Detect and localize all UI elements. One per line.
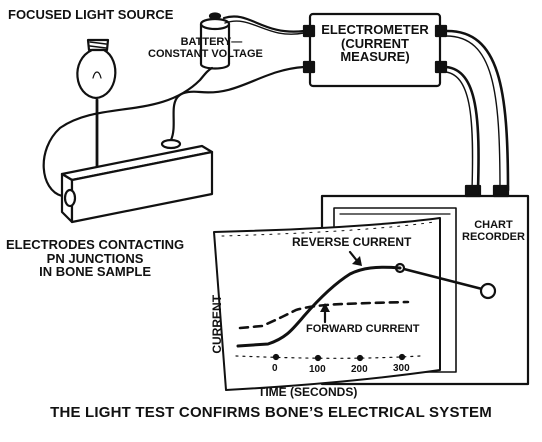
tick-mark-100 [314,354,322,362]
electrodes-label-line2: PN JUNCTIONS [46,250,144,266]
battery-label-line1: BATTERY— [180,36,243,48]
reverse-current-label: REVERSE CURRENT [292,235,412,249]
electrometer-label: ELECTROMETER (CURRENT MEASURE) [314,23,436,64]
light-source-label: FOCUSED LIGHT SOURCE [8,7,174,22]
forward-current-label: FORWARD CURRENT [306,323,420,335]
electrodes-label: ELECTRODES CONTACTING PN JUNCTIONS IN BO… [6,238,184,279]
forward-current-arrow [320,303,330,324]
electrometer-label-line2: (CURRENT [341,35,409,51]
chart-recorder-label: CHART RECORDER [462,219,525,243]
electrodes-label-line3: IN BONE SAMPLE [39,264,152,280]
x-tick-label-300: 300 [393,363,410,374]
tick-mark-300 [398,353,406,361]
chart-recorder-label-line1: CHART [474,219,513,231]
x-tick-label-100: 100 [309,364,326,375]
electrodes-label-line1: ELECTRODES CONTACTING [6,237,185,252]
battery-label: BATTERY— CONSTANT VOLTAGE [148,36,263,60]
figure-caption: THE LIGHT TEST CONFIRMS BONE’S ELECTRICA… [50,404,492,421]
x-axis-label: TIME (SECONDS) [258,385,358,399]
electrometer-label-line1: ELECTROMETER [321,22,429,37]
forward-current-curve [238,300,410,330]
tick-mark-200 [356,354,364,362]
electrometer-label-line3: MEASURE) [340,49,410,65]
wires [42,15,510,198]
light-bulb-icon [76,38,117,100]
battery-icon [199,12,231,70]
x-tick-label-0: 0 [272,363,278,374]
battery-label-line2: CONSTANT VOLTAGE [148,47,263,60]
chart-recorder-label-line2: RECORDER [462,230,525,243]
electrometer-box [302,12,448,88]
tick-mark-0 [272,353,280,361]
bone-sample-box [60,138,214,224]
x-tick-label-200: 200 [351,364,368,375]
y-axis-label: CURRENT [210,294,225,354]
time-axis [235,355,421,359]
reverse-current-curve [236,265,402,348]
reverse-current-arrow [348,250,362,266]
